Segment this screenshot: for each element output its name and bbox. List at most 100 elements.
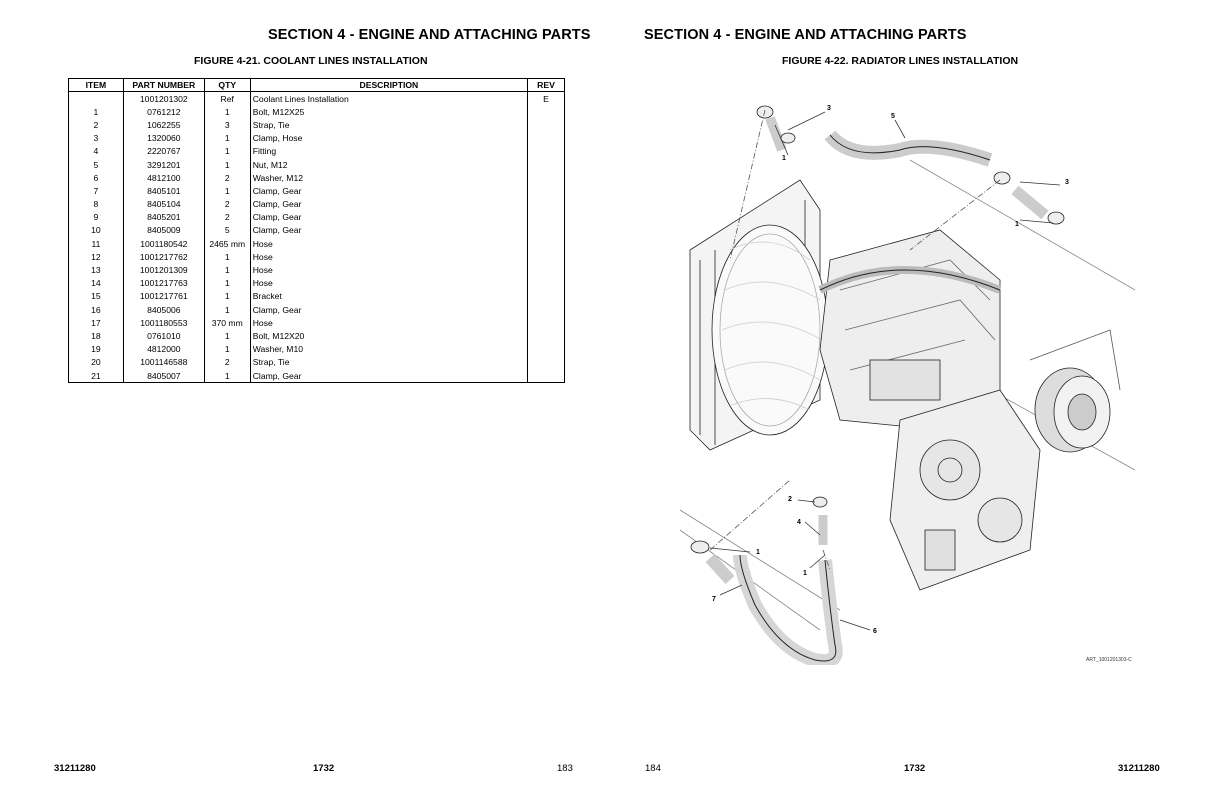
cell-rev xyxy=(527,118,565,132)
cell-qty: 2465 mm xyxy=(203,237,251,251)
footer-doc-number: 31211280 xyxy=(1118,763,1160,774)
cell-item: 15 xyxy=(68,289,124,303)
cell-part-number: 1001217763 xyxy=(122,276,205,290)
cell-rev xyxy=(527,197,565,211)
cell-part-number: 1001201309 xyxy=(122,263,205,277)
footer-page-number: 183 xyxy=(557,763,573,774)
cell-part-number: 2220767 xyxy=(122,144,205,158)
cell-description: Washer, M12 xyxy=(249,171,529,185)
callout-label: 3 xyxy=(827,105,831,112)
hose-segment-icon xyxy=(705,553,735,585)
cell-part-number: 1001146588 xyxy=(122,355,205,369)
section-title: SECTION 4 - ENGINE AND ATTACHING PARTS xyxy=(644,27,967,43)
cell-qty: 1 xyxy=(203,276,251,290)
cell-qty: 1 xyxy=(203,303,251,317)
engine-block-icon xyxy=(818,229,1002,431)
cell-description: Bolt, M12X25 xyxy=(249,105,529,119)
footer-model: 1732 xyxy=(904,763,926,774)
cell-item: 6 xyxy=(68,171,124,185)
cell-item: 9 xyxy=(68,210,124,224)
cell-description: Clamp, Gear xyxy=(249,303,529,317)
cell-description: Clamp, Gear xyxy=(249,368,529,384)
cell-rev xyxy=(527,184,565,198)
hose-segment-icon xyxy=(1011,185,1049,220)
clamp-icon xyxy=(1047,211,1065,225)
cell-description: Clamp, Hose xyxy=(249,131,529,145)
cell-rev xyxy=(527,289,565,303)
clamp-icon xyxy=(812,496,828,508)
cell-rev xyxy=(527,171,565,185)
cell-rev xyxy=(527,223,565,238)
cell-rev xyxy=(527,105,565,119)
frame-lines-icon xyxy=(679,159,1136,631)
cell-item: 4 xyxy=(68,144,124,158)
cell-part-number: 3291201 xyxy=(122,157,205,172)
cell-rev xyxy=(527,131,565,145)
cell-qty: 3 xyxy=(203,118,251,132)
cell-item: 5 xyxy=(68,157,124,172)
cell-qty: 2 xyxy=(203,171,251,185)
cell-part-number: 1320060 xyxy=(122,131,205,145)
cell-qty: 1 xyxy=(203,131,251,145)
cell-qty: 370 mm xyxy=(203,316,251,330)
air-filter-icon xyxy=(1029,329,1121,453)
cell-qty: 1 xyxy=(203,144,251,158)
callout-label: 5 xyxy=(891,113,895,120)
cell-item: 19 xyxy=(68,342,124,356)
cell-qty: 1 xyxy=(203,184,251,198)
cell-part-number: 4812100 xyxy=(122,171,205,185)
hose-segment-icon xyxy=(765,116,787,152)
cell-item: 8 xyxy=(68,197,124,211)
cell-item xyxy=(68,91,124,106)
cell-qty: Ref xyxy=(203,91,251,106)
cell-description: Hose xyxy=(249,276,529,290)
callout-leader-lines xyxy=(709,111,1061,631)
cell-item: 1 xyxy=(68,105,124,119)
column-header-qty: QTY xyxy=(203,78,251,92)
callout-label: 1 xyxy=(803,570,807,577)
cell-part-number: 1001217761 xyxy=(122,289,205,303)
cell-description: Bracket xyxy=(249,289,529,303)
clamp-icon xyxy=(780,132,796,144)
cell-item: 12 xyxy=(68,250,124,264)
art-id-label: ART_1001201303-C xyxy=(1086,657,1132,663)
cell-part-number: 1001180553 xyxy=(122,316,205,330)
cell-rev xyxy=(527,250,565,264)
cell-part-number: 8405101 xyxy=(122,184,205,198)
callout-label: 3 xyxy=(1065,179,1069,186)
cell-rev xyxy=(527,342,565,356)
cell-description: Bolt, M12X20 xyxy=(249,329,529,343)
cell-part-number: 8405006 xyxy=(122,303,205,317)
cell-qty: 1 xyxy=(203,105,251,119)
radiator-icon xyxy=(689,179,829,451)
cell-qty: 2 xyxy=(203,197,251,211)
cell-rev xyxy=(527,144,565,158)
cell-qty: 1 xyxy=(203,342,251,356)
column-header-rev: REV xyxy=(527,78,565,92)
cell-description: Washer, M10 xyxy=(249,342,529,356)
cell-part-number: 4812000 xyxy=(122,342,205,356)
cell-part-number: 1001180542 xyxy=(122,237,205,251)
column-header-part-number: PART NUMBER xyxy=(122,78,205,92)
cell-qty: 2 xyxy=(203,210,251,224)
table-header-row: ITEM PART NUMBER QTY DESCRIPTION REV xyxy=(68,78,565,92)
cell-rev: E xyxy=(527,91,565,106)
cell-part-number: 8405007 xyxy=(122,368,205,384)
cell-item: 16 xyxy=(68,303,124,317)
cell-rev xyxy=(527,329,565,343)
